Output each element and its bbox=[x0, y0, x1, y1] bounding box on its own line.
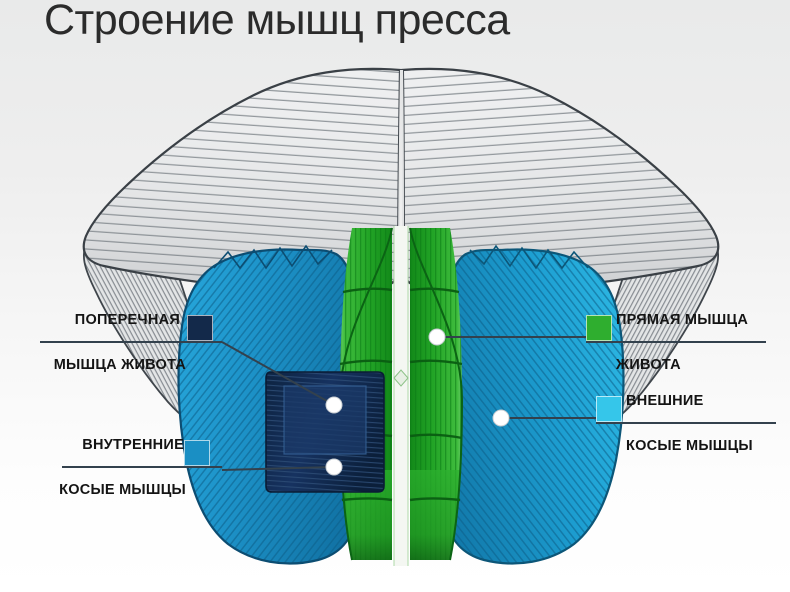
legend-swatch-rectus-abdominis bbox=[586, 315, 612, 341]
legend-swatch-internal-oblique bbox=[184, 440, 210, 466]
legend-label-rectus-abdominis: ПРЯМАЯ МЫШЦА bbox=[616, 313, 748, 337]
umbilicus bbox=[393, 369, 409, 387]
legend-swatch-external-oblique bbox=[596, 396, 622, 422]
legend-line1-rectus-abdominis: ПРЯМАЯ МЫШЦА bbox=[616, 312, 749, 328]
legend-line2-transverse-abdominis: МЫШЦА ЖИВОТА bbox=[53, 357, 186, 373]
legend-label2-internal-oblique: КОСЫЕ МЫШЦЫ bbox=[0, 474, 186, 498]
linea-alba-edge bbox=[393, 226, 409, 566]
rectus-abdominis bbox=[338, 226, 464, 566]
legend-rule-rectus-abdominis bbox=[586, 341, 766, 343]
linea-alba bbox=[394, 226, 408, 566]
legend-line1-external-oblique: ВНЕШНИЕ bbox=[626, 393, 704, 409]
legend-line2-internal-oblique: КОСЫЕ МЫШЦЫ bbox=[59, 482, 186, 498]
legend-label2-transverse-abdominis: МЫШЦА ЖИВОТА bbox=[0, 349, 186, 373]
oblique-right-serration bbox=[469, 244, 589, 270]
legend-label2-external-oblique: КОСЫЕ МЫШЦЫ bbox=[626, 430, 753, 454]
tva-inner-outline bbox=[283, 385, 367, 455]
legend-rule-transverse-abdominis bbox=[40, 341, 222, 343]
legend-label-internal-oblique: ВНУТРЕННИЕ bbox=[0, 438, 184, 462]
marker-transverse-abdominis bbox=[325, 396, 343, 414]
legend-line2-external-oblique: КОСЫЕ МЫШЦЫ bbox=[626, 438, 753, 454]
marker-external-oblique bbox=[492, 409, 510, 427]
rectus-right-outline bbox=[409, 227, 464, 561]
page-title: Строение мышц пресса bbox=[44, 0, 510, 44]
legend-rule-internal-oblique bbox=[62, 466, 222, 468]
legend-rule-external-oblique bbox=[596, 422, 776, 424]
transverse-abdominis-patch bbox=[265, 371, 385, 493]
leader-internal-oblique bbox=[221, 466, 335, 471]
leader-markers bbox=[325, 328, 510, 476]
legend-label-external-oblique: ВНЕШНИЕ bbox=[626, 394, 704, 418]
leader-transverse-abdominis bbox=[221, 341, 335, 406]
tva-outline bbox=[265, 371, 385, 493]
oblique-left-serration bbox=[213, 244, 333, 270]
legend-line1-internal-oblique: ВНУТРЕННИЕ bbox=[82, 437, 184, 453]
leader-lines bbox=[221, 336, 596, 471]
legend-label2-rectus-abdominis: ЖИВОТА bbox=[616, 349, 681, 373]
legend-label-transverse-abdominis: ПОПЕРЕЧНАЯ bbox=[0, 313, 180, 337]
legend-swatch-transverse-abdominis bbox=[187, 315, 213, 341]
marker-internal-oblique bbox=[325, 458, 343, 476]
legend-line1-transverse-abdominis: ПОПЕРЕЧНАЯ bbox=[74, 312, 180, 328]
marker-rectus-abdominis bbox=[428, 328, 446, 346]
legend-line2-rectus-abdominis: ЖИВОТА bbox=[616, 357, 681, 373]
